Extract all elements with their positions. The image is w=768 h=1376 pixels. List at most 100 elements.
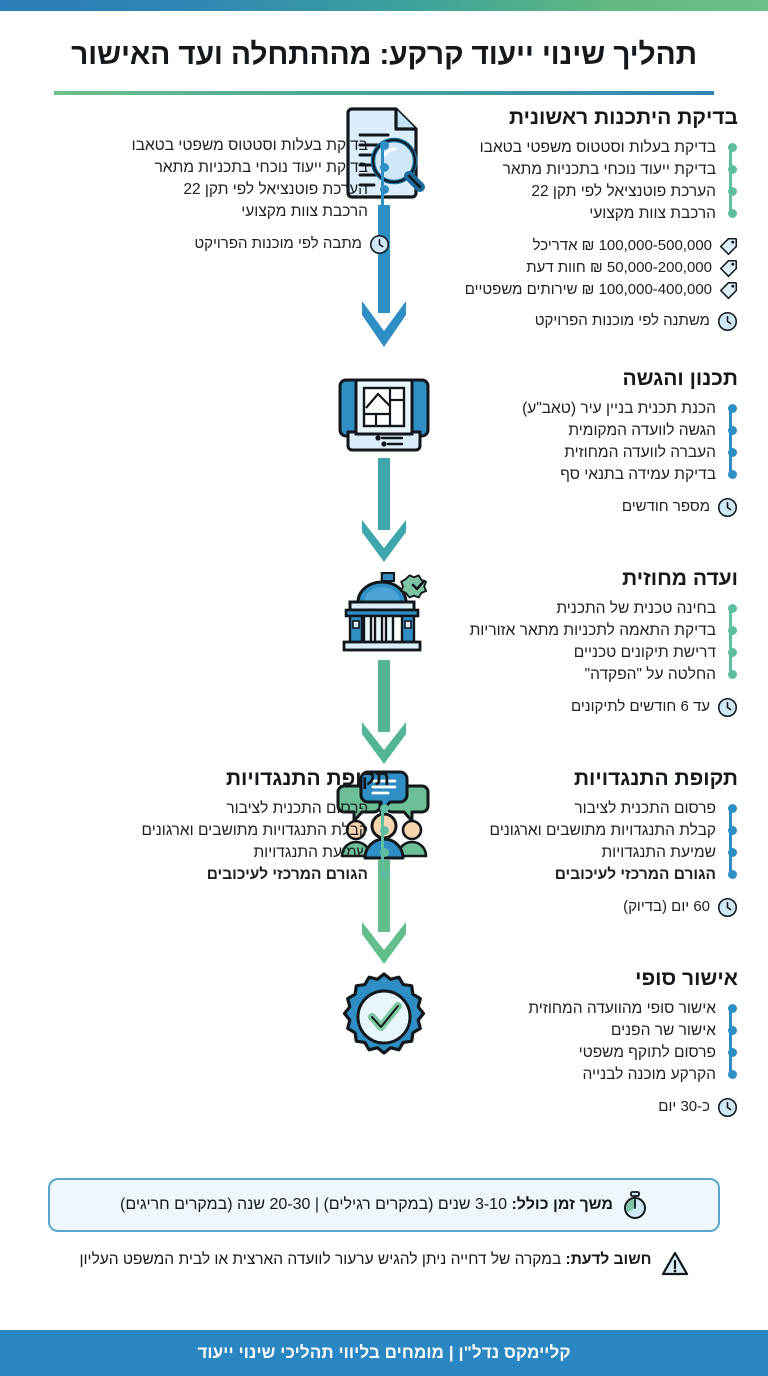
- bullet-spine: [729, 808, 732, 877]
- bullet-dot: [728, 804, 737, 814]
- step-heading: אישור סופי: [635, 967, 738, 990]
- note-label: חשוב לדעת:: [565, 1251, 652, 1268]
- footer-bar: קליימקס נדל"ן | מומחים בליווי תהליכי שינ…: [0, 1330, 768, 1376]
- bullet-dot: [728, 1004, 737, 1014]
- step-heading: ועדה מחוזית: [622, 567, 738, 590]
- duration-row: עד 6 חודשים לתיקונים: [378, 696, 738, 718]
- step-text-right: בדיקת היתכנות ראשונית בדיקת בעלות וסטטוס…: [378, 105, 738, 332]
- bullet-item: הכנת תכנית בניין עיר (טאב"ע): [378, 398, 737, 420]
- step-bullet-list-duplicate: בדיקת בעלות וסטטוס משפטי בטאבו בדיקת ייע…: [30, 135, 390, 223]
- government-building-icon: [342, 572, 428, 652]
- bullet-item: הערכת פוטנציאל לפי תקן 22: [30, 179, 389, 201]
- clock-icon: [717, 697, 738, 717]
- price-tag-icon: [719, 237, 738, 255]
- bullet-item: קבלת התנגדויות מתושבים וארגונים: [30, 820, 389, 842]
- bullet-text: הגורם המרכזי לעיכובים: [554, 866, 716, 884]
- bullet-text: הערכת פוטנציאל לפי תקן 22: [183, 181, 368, 198]
- bullet-text: בדיקת עמידה בתנאי סף: [560, 466, 716, 484]
- bullet-dot: [380, 826, 389, 836]
- bullet-dot: [728, 848, 737, 858]
- clock-icon: [717, 1097, 738, 1117]
- cost-row: 100,000-400,000 ₪ שירותים משפטיים: [378, 279, 738, 301]
- bullet-text: הרכבת צוות מקצועי: [589, 205, 716, 223]
- bullet-dot: [728, 1026, 737, 1036]
- down-arrow-icon: [362, 205, 406, 347]
- total-duration-label: משך זמן כולל:: [511, 1196, 614, 1213]
- down-arrow-icon: [362, 660, 406, 764]
- bullet-dot: [728, 209, 737, 219]
- bullet-text: הכנת תכנית בניין עיר (טאב"ע): [522, 400, 716, 418]
- footer-text: קליימקס נדל"ן | מומחים בליווי תהליכי שינ…: [197, 1343, 571, 1362]
- clock-icon: [717, 497, 738, 517]
- duration-row-duplicate: מתבה לפי מוכנות הפרויקט: [30, 233, 390, 255]
- bullet-item: קבלת התנגדויות מתושבים וארגונים: [378, 820, 737, 842]
- bullet-dot: [728, 143, 737, 153]
- step-planning-submission: תכנון והגשה הכנת תכנית בניין עיר (טאב"ע)…: [0, 360, 768, 562]
- bullet-dot: [728, 648, 737, 658]
- bullet-text: הגורם המרכזי לעיכובים: [206, 866, 368, 884]
- process-flow: בדיקת היתכנות ראשונית בדיקת בעלות וסטטוס…: [0, 95, 768, 1150]
- bullet-item: בדיקת ייעוד נוכחי בתכניות מתאר: [30, 157, 389, 179]
- step-text-left-duplicate: תקופת התנגדויות פרסום התכנית לציבור קבלת…: [30, 766, 390, 897]
- bullet-item: פרסום התכנית לציבור: [378, 798, 737, 820]
- bullet-text: בדיקת ייעוד נוכחי בתכניות מתאר: [502, 161, 716, 179]
- duration-row: כ-30 יום: [378, 1096, 738, 1118]
- bullet-dot: [728, 448, 737, 458]
- bullet-item: בדיקת התאמה לתכניות מתאר אזוריות: [378, 620, 737, 642]
- bullet-item: הרכבת צוות מקצועי: [378, 203, 737, 225]
- bullet-item: שמיעת התנגדויות: [30, 842, 389, 864]
- top-gradient-bar: [0, 0, 768, 11]
- bullet-dot: [728, 826, 737, 836]
- total-duration-text: משך זמן כולל: 3-10 שנים (במקרים רגילים) …: [120, 1196, 613, 1214]
- verified-check-badge: [400, 574, 428, 599]
- duration-row: משתנה לפי מוכנות הפרויקט: [378, 310, 738, 332]
- bullet-item: החלטה על "הפקדה": [378, 664, 737, 686]
- flow-arrow-1: [354, 205, 414, 360]
- bullet-text: הרכבת צוות מקצועי: [241, 203, 368, 220]
- bullet-dot: [380, 163, 389, 172]
- bullet-dot: [728, 670, 737, 680]
- bullet-text: בחינה טכנית של התכנית: [556, 600, 716, 618]
- spacer: [378, 301, 738, 310]
- bullet-text: הגשה לוועדה המקומית: [568, 422, 716, 440]
- important-note: חשוב לדעת: במקרה של דחייה ניתן להגיש ערע…: [56, 1248, 712, 1278]
- bullet-text: העברה לוועדה המחוזית: [564, 444, 716, 462]
- step-heading: תקופת התנגדויות: [573, 767, 738, 790]
- bullet-item-emphasis: הגורם המרכזי לעיכובים: [30, 864, 389, 886]
- bullet-text: בדיקת ייעוד נוכחי בתכניות מתאר: [154, 159, 368, 176]
- step-bullet-list-duplicate: פרסום התכנית לציבור קבלת התנגדויות מתושב…: [30, 798, 390, 886]
- bullet-item-emphasis: הגורם המרכזי לעיכובים: [378, 864, 737, 886]
- step-text-right: תכנון והגשה הכנת תכנית בניין עיר (טאב"ע)…: [378, 366, 738, 518]
- bullet-text: קבלת התנגדויות מתושבים וארגונים: [141, 822, 368, 840]
- bullet-spine: [381, 145, 384, 213]
- duration-row: מספר חודשים: [378, 496, 738, 518]
- bullet-text: פרסום התכנית לציבור: [574, 800, 716, 818]
- step-text-right: ועדה מחוזית בחינה טכנית של התכנית בדיקת …: [378, 566, 738, 718]
- bullet-dot: [380, 141, 389, 150]
- bullet-item: שמיעת התנגדויות: [378, 842, 737, 864]
- price-tag-icon: [719, 281, 738, 299]
- price-tag-icon: [719, 259, 738, 277]
- bullet-dot: [728, 165, 737, 175]
- bullet-dot: [728, 1048, 737, 1058]
- bullet-dot: [728, 470, 737, 480]
- step-text-right: תקופת התנגדויות פרסום התכנית לציבור קבלת…: [378, 766, 738, 918]
- bullet-spine: [381, 808, 384, 877]
- step-heading: בדיקת היתכנות ראשונית: [508, 106, 738, 129]
- bullet-spine: [729, 147, 732, 216]
- bullet-item: אישור סופי מהוועדה המחוזית: [378, 998, 737, 1020]
- bullet-dot: [728, 870, 737, 880]
- step-bullet-list: פרסום התכנית לציבור קבלת התנגדויות מתושב…: [378, 798, 738, 886]
- bullet-dot: [380, 848, 389, 858]
- bullet-item: בדיקת בעלות וסטטוס משפטי בטאבו: [30, 135, 389, 157]
- duration-text: מספר חודשים: [621, 498, 710, 516]
- total-duration-box: משך זמן כולל: 3-10 שנים (במקרים רגילים) …: [48, 1178, 720, 1232]
- bullet-item: הערכת פוטנציאל לפי תקן 22: [378, 181, 737, 203]
- bullet-text: בדיקת התאמה לתכניות מתאר אזוריות: [469, 622, 716, 640]
- bullet-text: אישור סופי מהוועדה המחוזית: [528, 1000, 716, 1018]
- bullet-dot: [728, 404, 737, 414]
- flow-arrow-3: [354, 660, 414, 775]
- blueprint-icon: [338, 378, 430, 452]
- total-duration-value: 3-10 שנים (במקרים רגילים) | 20-30 שנה (ב…: [120, 1196, 512, 1213]
- cost-text: 100,000-500,000 ₪ אדריכל: [532, 237, 712, 255]
